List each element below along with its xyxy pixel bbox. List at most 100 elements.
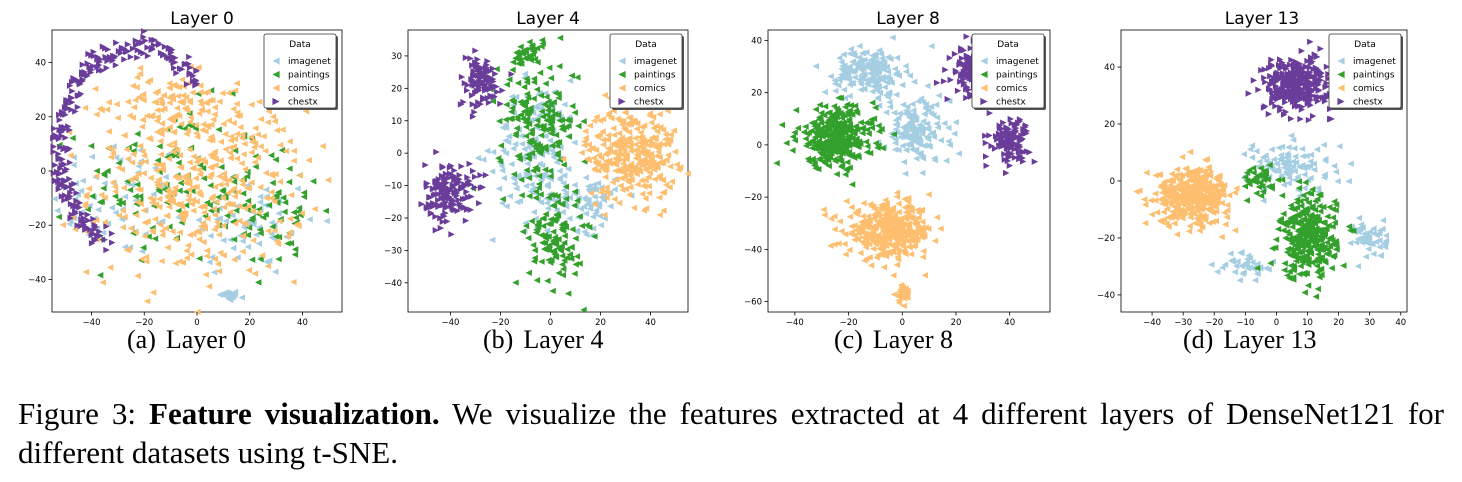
point-comics [899,222,906,229]
point-paintings [1288,252,1296,259]
point-comics [255,209,262,216]
point-chestx [1298,103,1306,111]
point-comics [590,117,598,125]
point-imagenet [530,208,537,216]
point-comics [1205,179,1213,186]
point-comics [931,237,939,245]
x-tick-label: 10 [1302,318,1313,328]
point-paintings [506,76,513,83]
point-chestx [1312,64,1320,71]
point-comics [1223,213,1231,221]
point-comics [149,289,157,296]
point-imagenet [1294,173,1301,181]
point-chestx [1003,145,1011,152]
point-comics [1199,223,1206,231]
point-comics [165,203,173,211]
point-comics [172,173,179,180]
plot-title: Layer 13 [1225,9,1299,29]
point-chestx [1007,115,1014,123]
point-imagenet [542,90,549,97]
point-paintings [821,112,828,119]
point-comics [195,110,203,117]
point-comics [897,215,904,222]
point-chestx [472,47,479,54]
point-chestx [476,200,483,207]
point-paintings [101,172,108,179]
point-chestx [193,67,200,74]
point-imagenet [909,116,916,124]
point-paintings [530,95,537,102]
point-paintings [547,130,555,137]
x-tick-label: −20 [1205,318,1223,328]
point-imagenet [841,70,849,77]
point-chestx [957,47,965,54]
point-imagenet [921,111,928,118]
point-imagenet [1291,167,1298,175]
point-comics [166,80,173,87]
point-comics [632,154,640,162]
point-imagenet [1307,158,1314,165]
point-comics [226,208,234,216]
point-paintings [503,101,510,108]
point-imagenet [915,150,922,157]
point-comics [82,268,90,276]
point-comics [933,214,940,221]
point-imagenet [1354,235,1362,243]
point-paintings [499,195,506,203]
point-comics [230,119,237,127]
plot-title: Layer 0 [170,9,234,29]
point-paintings [556,34,564,42]
point-chestx [427,194,434,201]
point-chestx [172,54,179,61]
point-imagenet [256,198,264,206]
point-comics [164,194,172,201]
point-paintings [857,119,864,126]
point-paintings [562,183,570,190]
point-comics [254,154,262,161]
point-imagenet [1314,184,1322,192]
point-chestx [435,196,442,204]
point-chestx [80,221,87,228]
legend-marker-comics [272,84,280,92]
caption-b-text: Layer 4 [523,325,604,354]
point-comics [179,97,187,104]
point-chestx [148,36,156,44]
point-comics [919,227,927,235]
point-paintings [1314,285,1321,293]
x-tick-label: 40 [1395,318,1406,328]
point-comics [1169,192,1177,199]
point-paintings [1314,195,1321,203]
point-imagenet [929,129,937,136]
caption-d-text: Layer 13 [1223,325,1317,354]
point-comics [619,186,626,194]
point-imagenet [1240,150,1247,158]
point-comics [906,232,914,240]
point-comics [173,104,181,112]
point-comics [211,111,218,118]
point-paintings [559,271,566,279]
point-comics [1206,194,1214,201]
point-imagenet [1313,146,1321,153]
point-comics [149,228,156,236]
point-paintings [1309,186,1316,193]
point-paintings [802,123,809,130]
point-comics [140,97,147,104]
point-chestx [992,133,1000,140]
point-paintings [851,130,858,137]
point-paintings [546,116,553,123]
point-chestx [440,185,448,193]
point-imagenet [512,93,520,101]
point-comics [208,133,215,140]
point-comics [904,208,912,216]
point-imagenet [846,92,853,100]
point-imagenet [1248,154,1256,161]
point-comics [865,240,873,248]
point-paintings [568,72,575,79]
point-chestx [967,45,975,52]
point-comics [161,180,168,187]
point-chestx [112,61,120,69]
point-comics [140,152,148,159]
point-imagenet [1330,162,1338,170]
point-comics [234,109,241,116]
point-comics [1225,192,1233,199]
